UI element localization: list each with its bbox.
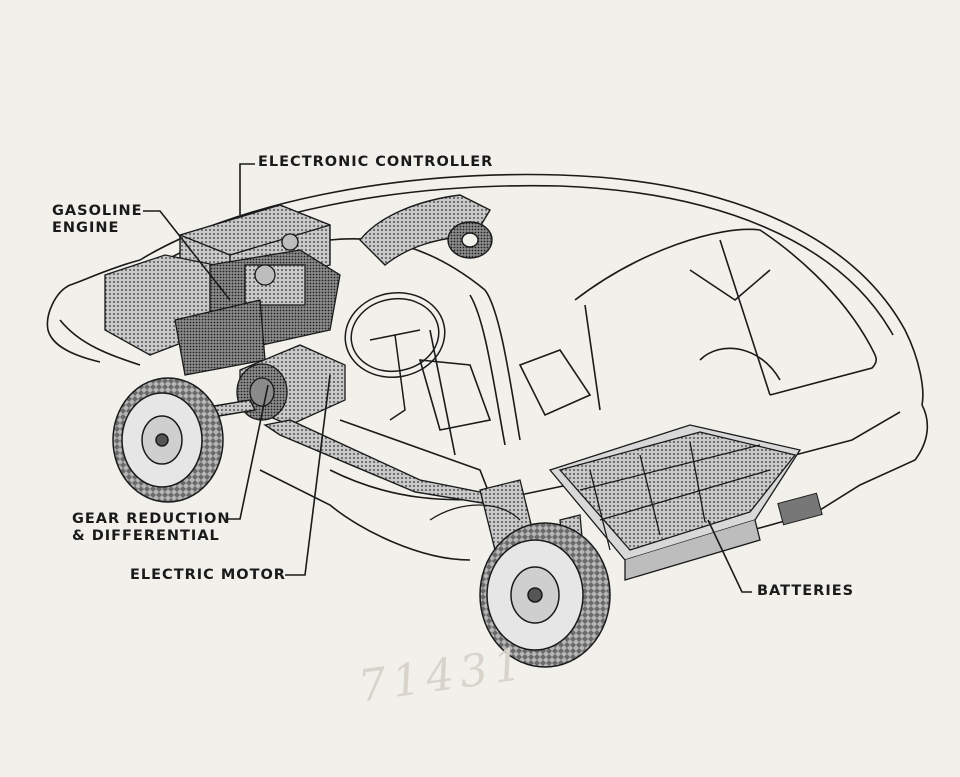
leader-electric-motor <box>285 374 331 576</box>
label-electronic-controller: ELECTRONIC CONTROLLER <box>258 154 493 171</box>
label-batteries-text: BATTERIES <box>757 583 855 599</box>
drive-shaft <box>188 399 527 511</box>
label-electronic-controller-text: ELECTRONIC CONTROLLER <box>258 154 494 170</box>
leader-lines <box>143 163 752 593</box>
leader-electronic-controller <box>239 163 255 215</box>
rear-wheel <box>479 522 611 668</box>
label-batteries: BATTERIES <box>757 583 854 600</box>
gasoline-engine-component <box>104 233 341 376</box>
label-gear-reduction: GEAR REDUCTION & DIFFERENTIAL <box>72 511 231 545</box>
steering-wheel <box>344 291 446 421</box>
label-gasoline-engine-line1: GASOLINE <box>52 203 143 219</box>
label-gear-reduction-line1: GEAR REDUCTION <box>72 511 231 527</box>
battery-pack-component <box>548 424 802 581</box>
leader-gear-reduction <box>228 384 269 520</box>
leader-batteries <box>707 519 752 593</box>
label-electric-motor-text: ELECTRIC MOTOR <box>130 567 286 583</box>
leader-gasoline-engine <box>143 210 231 301</box>
label-electric-motor: ELECTRIC MOTOR <box>130 567 286 584</box>
label-gasoline-engine: GASOLINE ENGINE <box>52 203 143 237</box>
front-wheel <box>112 377 224 503</box>
label-gear-reduction-line2: & DIFFERENTIAL <box>72 528 220 544</box>
license-plate <box>777 492 823 526</box>
intake-hose <box>359 194 493 266</box>
label-gasoline-engine-line2: ENGINE <box>52 220 120 236</box>
